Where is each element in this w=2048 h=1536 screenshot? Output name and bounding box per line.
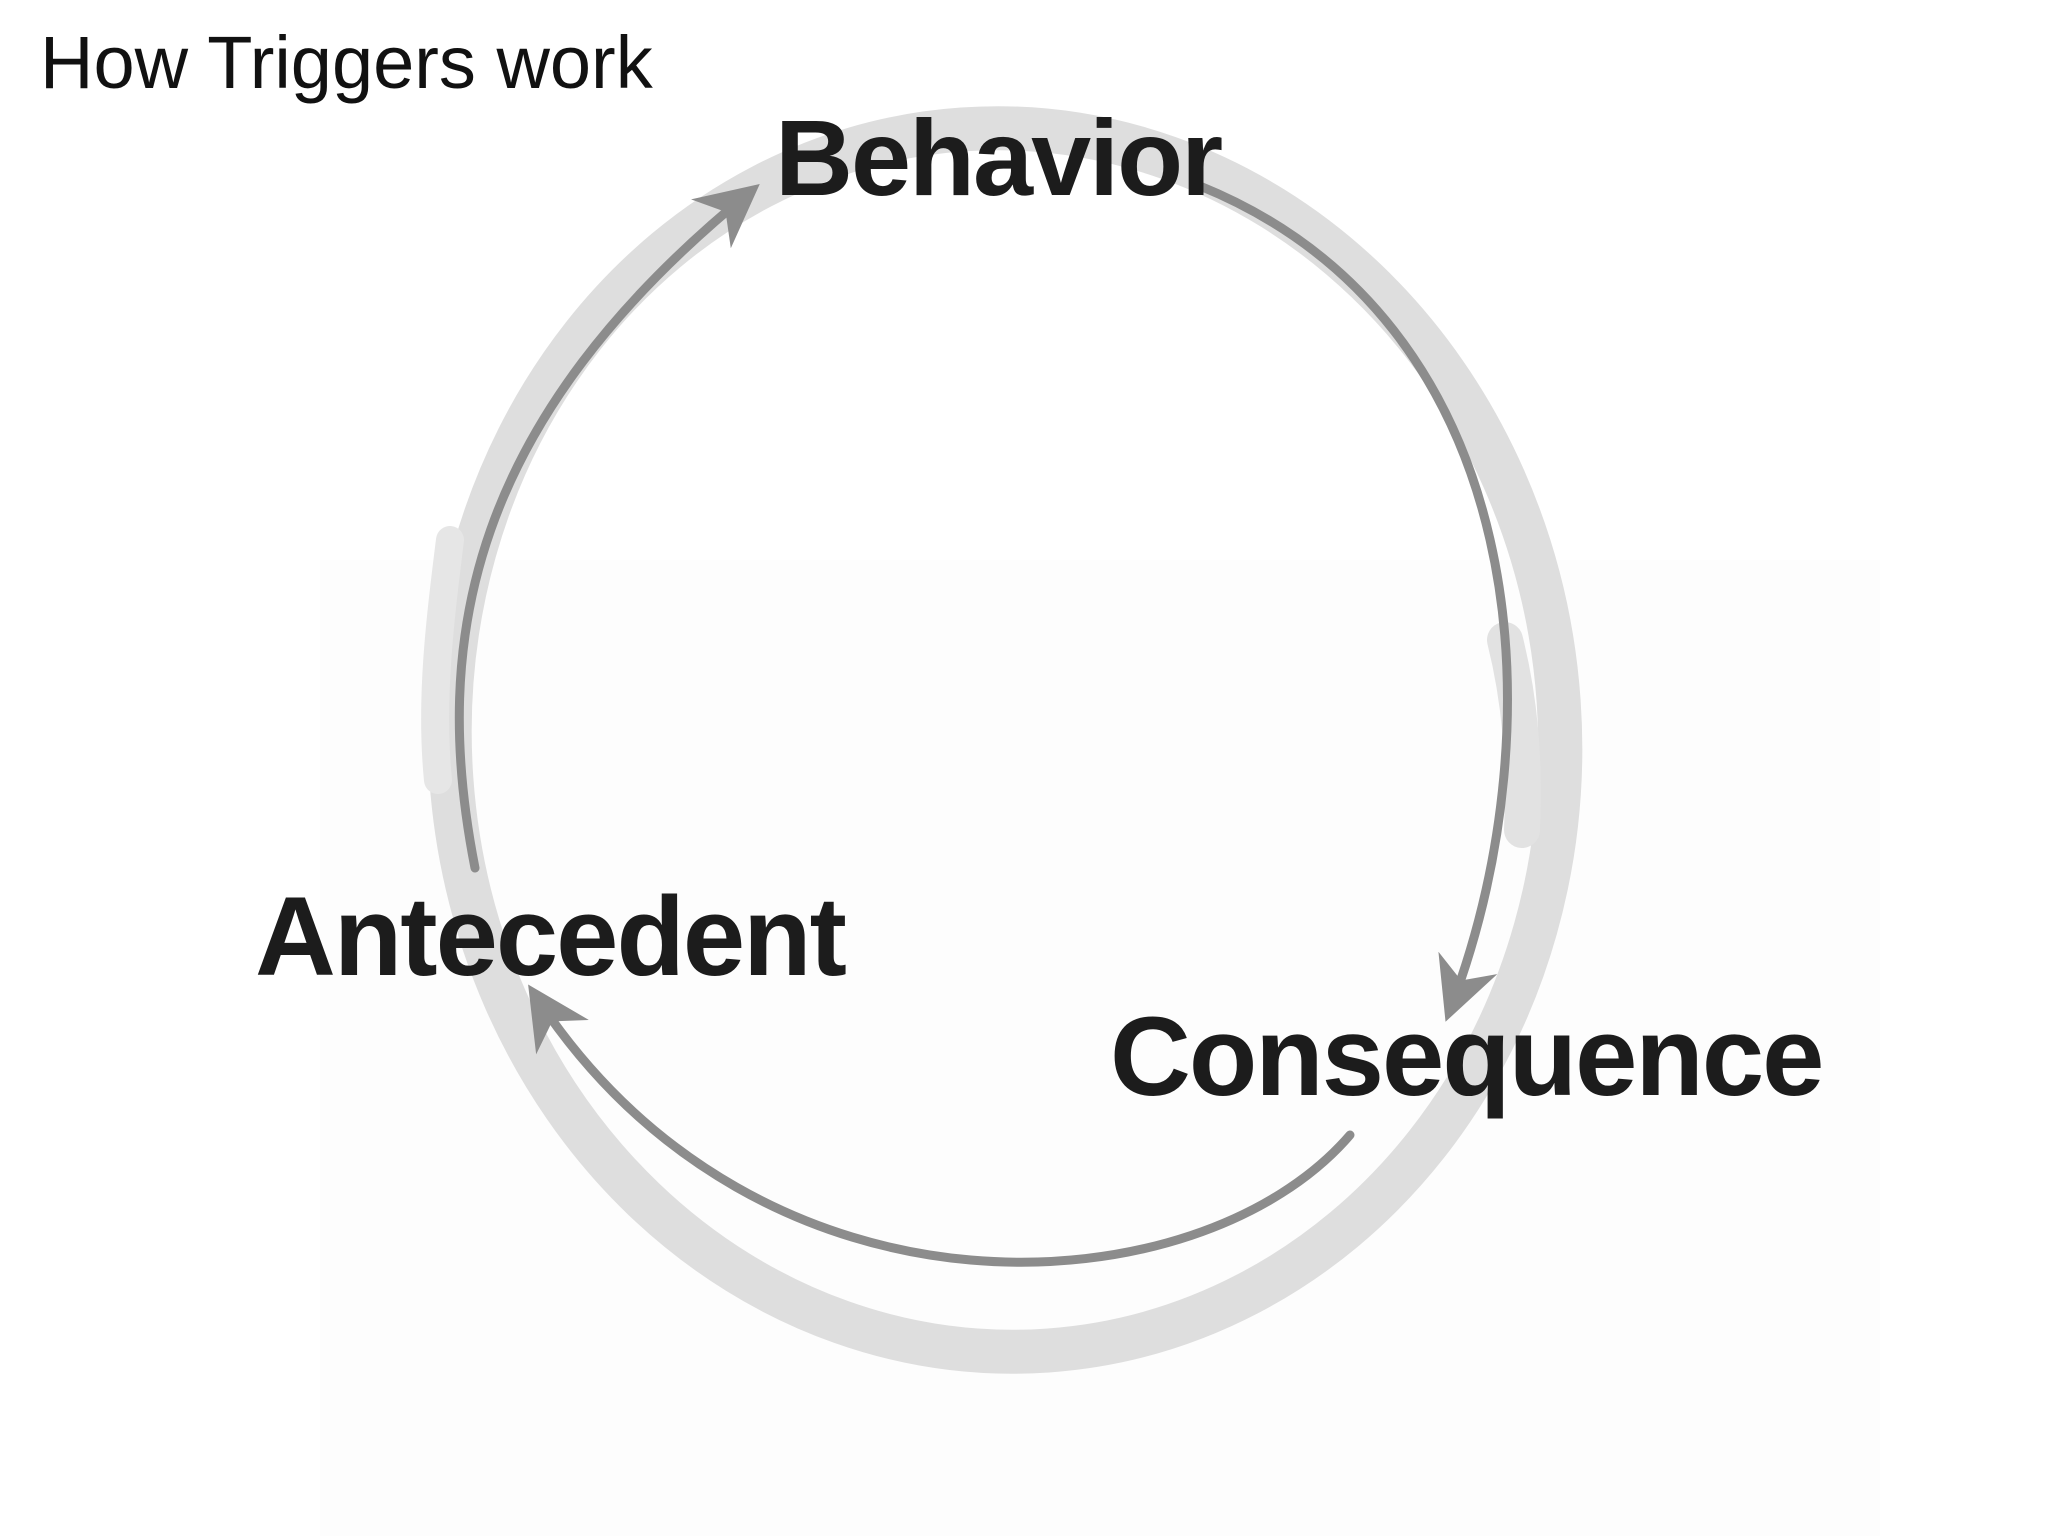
arrow-antecedent-to-behavior (454, 184, 760, 873)
node-label-behavior: Behavior (775, 97, 1222, 218)
arrow-behavior-to-consequence (1195, 181, 1512, 1022)
slide-title: How Triggers work (40, 21, 653, 104)
halo-ring (427, 106, 1583, 1374)
node-label-antecedent: Antecedent (255, 874, 846, 999)
node-label-consequence: Consequence (1110, 994, 1822, 1119)
halo-brush-left (421, 526, 464, 794)
arrow-consequence-to-antecedent (528, 984, 1355, 1267)
